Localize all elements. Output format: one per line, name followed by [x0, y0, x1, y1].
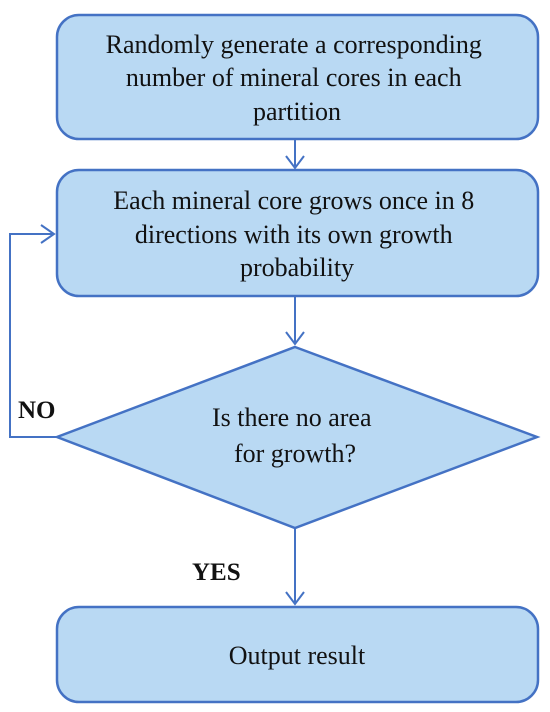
- generate-cores-step: Randomly generate a corresponding number…: [55, 13, 540, 141]
- decision-line-2: for growth?: [234, 439, 356, 468]
- output-text: Output result: [229, 641, 366, 670]
- grow-line-1: Each mineral core grows once in 8: [113, 186, 474, 215]
- output-line-1: Output result: [229, 641, 366, 670]
- grow-box: [55, 168, 540, 298]
- growth-decision: Is there no area for growth?: [53, 345, 541, 530]
- generate-line-3: partition: [253, 97, 341, 126]
- decision-text: Is there no area for growth?: [212, 403, 378, 468]
- grow-line-2: directions with its own growth: [135, 220, 453, 249]
- grow-line-3: probability: [240, 253, 354, 282]
- decision-line-1: Is there no area: [212, 403, 372, 432]
- generate-line-2: number of mineral cores in each: [126, 63, 462, 92]
- yes-label: YES: [192, 559, 241, 586]
- decision-diamond: [53, 345, 541, 530]
- output-box: [55, 605, 540, 704]
- generate-cores-box: [55, 13, 540, 141]
- arrow-grow-to-decision: [285, 296, 305, 346]
- generate-line-1: Randomly generate a corresponding: [106, 30, 482, 59]
- arrow-decision-to-output: [285, 528, 305, 606]
- generate-cores-text: Randomly generate a corresponding number…: [106, 30, 489, 126]
- no-label: NO: [18, 397, 56, 424]
- grow-text: Each mineral core grows once in 8 direct…: [113, 186, 480, 282]
- no-loop-connector: [9, 224, 57, 438]
- grow-step: Each mineral core grows once in 8 direct…: [55, 168, 540, 298]
- output-step: Output result: [55, 605, 540, 704]
- arrow-generate-to-grow: [285, 139, 305, 170]
